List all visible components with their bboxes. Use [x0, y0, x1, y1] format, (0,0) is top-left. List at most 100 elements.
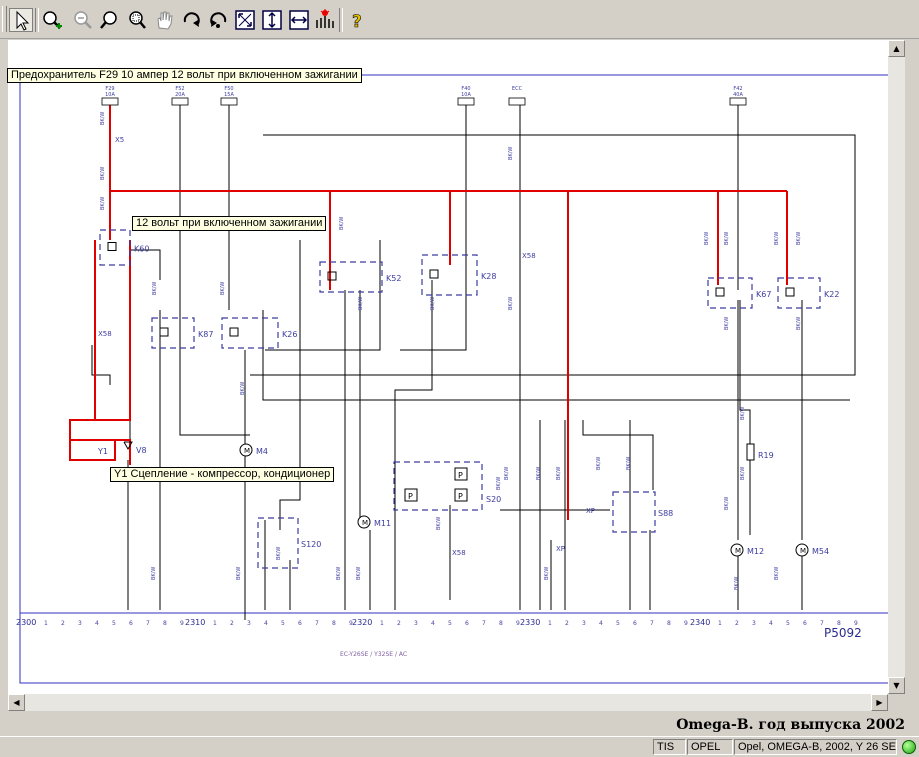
wire-color-label: BK/W — [336, 567, 342, 580]
svg-text:K26: K26 — [282, 330, 297, 339]
zoom-out-button[interactable] — [71, 8, 95, 32]
resistor-r19: R19 — [746, 443, 774, 461]
svg-text:K67: K67 — [756, 290, 771, 299]
wire-color-label: BK/W — [724, 497, 730, 510]
relay-k26: K26 — [221, 317, 297, 349]
busbar-tick: 2 — [397, 620, 401, 627]
pressure-switch-p2 — [454, 488, 468, 502]
wire-color-label: BK/W — [236, 567, 242, 580]
svg-text:15A: 15A — [224, 92, 234, 98]
zoom-window-button[interactable] — [125, 8, 149, 32]
busbar-tick: 5 — [112, 620, 116, 627]
svg-text:K22: K22 — [824, 290, 839, 299]
wire-color-label: BK/W — [796, 232, 802, 245]
connector-x58: X58 — [452, 549, 466, 557]
busbar-tick: 9 — [180, 620, 184, 627]
wire-color-label: BK/W — [436, 517, 442, 530]
svg-text:P: P — [408, 492, 413, 501]
horizontal-scrollbar[interactable]: ◀ ▶ — [8, 694, 888, 711]
wire — [265, 240, 381, 351]
svg-text:?: ? — [352, 12, 362, 32]
vertical-scrollbar[interactable]: ▲ ▼ — [888, 40, 905, 694]
busbar-tick: 6 — [298, 620, 302, 627]
busbar-tick: 9 — [684, 620, 688, 627]
busbar-tick: 9 — [854, 620, 858, 627]
wire-color-label: BK/W — [358, 297, 364, 310]
zoom-button[interactable] — [99, 8, 123, 32]
fit-width-button[interactable] — [287, 8, 311, 32]
busbar-tick: 7 — [482, 620, 486, 627]
svg-text:M11: M11 — [374, 519, 391, 528]
busbar-tick: 5 — [448, 620, 452, 627]
scroll-corner — [888, 694, 905, 711]
relay-k28: K28 — [421, 254, 496, 296]
wire-color-label: BK/W — [356, 567, 362, 580]
toolbar-separator — [339, 8, 343, 32]
busbar-tick: 9 — [349, 620, 353, 627]
help-button[interactable]: ? — [345, 8, 369, 32]
wire-color-label: BK/W — [430, 297, 436, 310]
switch-s88: S88 — [612, 491, 673, 533]
arrow-pointer-icon — [16, 10, 30, 31]
svg-text:R19: R19 — [758, 451, 774, 460]
svg-text:S88: S88 — [658, 509, 673, 518]
scroll-left-arrow-icon[interactable]: ◀ — [8, 694, 25, 711]
toolbar-grip[interactable] — [2, 6, 7, 32]
scroll-down-arrow-icon[interactable]: ▼ — [888, 677, 905, 694]
busbar-tick: 8 — [332, 620, 336, 627]
diagram-caption: Omega-B. год выпуска 2002 — [676, 717, 905, 733]
wire-color-label: BK/W — [704, 232, 710, 245]
busbar-tick: 1 — [213, 620, 217, 627]
svg-text:20A: 20A — [175, 92, 185, 98]
fit-height-button[interactable] — [260, 8, 284, 32]
arrow-pointer-button[interactable] — [9, 8, 33, 32]
status-led-icon — [902, 740, 916, 754]
rotate-cw-button[interactable] — [180, 8, 204, 32]
rotate-ccw-button[interactable] — [206, 8, 230, 32]
toolbar-separator — [35, 8, 39, 32]
connector-xp: XP — [556, 545, 565, 553]
svg-text:M4: M4 — [256, 447, 268, 456]
connector-x58: X58 — [98, 330, 112, 338]
busbar-tick: 8 — [163, 620, 167, 627]
busbar-tick: 4 — [264, 620, 268, 627]
fit-window-button[interactable] — [233, 8, 257, 32]
busbar-tick: 5 — [616, 620, 620, 627]
pan-hand-button[interactable] — [152, 8, 176, 32]
busbar-tick: 6 — [633, 620, 637, 627]
busbar-tick: 4 — [95, 620, 99, 627]
signal-trace-button[interactable] — [313, 8, 337, 32]
busbar-tick: 8 — [837, 620, 841, 627]
busbar-tick: 6 — [129, 620, 133, 627]
wire-color-label: BK/W — [724, 317, 730, 330]
svg-text:K28: K28 — [481, 272, 496, 281]
scroll-up-arrow-icon[interactable]: ▲ — [888, 40, 905, 57]
zoom-in-button[interactable] — [40, 8, 64, 32]
fit-window-icon — [235, 10, 255, 30]
connector-x5: X5 — [115, 136, 124, 144]
busbar-group-2330: 2330 — [520, 618, 540, 627]
wire — [582, 420, 654, 490]
busbar-tick: 4 — [599, 620, 603, 627]
svg-text:K60: K60 — [134, 245, 149, 254]
status-brand: OPEL — [687, 739, 733, 755]
svg-text:F40: F40 — [461, 86, 470, 92]
busbar-tick: 4 — [431, 620, 435, 627]
busbar-tick: 4 — [769, 620, 773, 627]
svg-text:M54: M54 — [812, 547, 829, 556]
svg-text:ECC: ECC — [512, 86, 523, 92]
busbar-group-2340: 2340 — [690, 618, 710, 627]
wire-color-label: BK/W — [536, 467, 542, 480]
svg-text:F52: F52 — [175, 86, 184, 92]
busbar-tick: 2 — [565, 620, 569, 627]
scroll-right-arrow-icon[interactable]: ▶ — [871, 694, 888, 711]
toolbar: ? — [0, 0, 919, 39]
status-app: TIS — [653, 739, 686, 755]
fuse-tooltip: Предохранитель F29 10 ампер 12 вольт при… — [7, 68, 362, 83]
